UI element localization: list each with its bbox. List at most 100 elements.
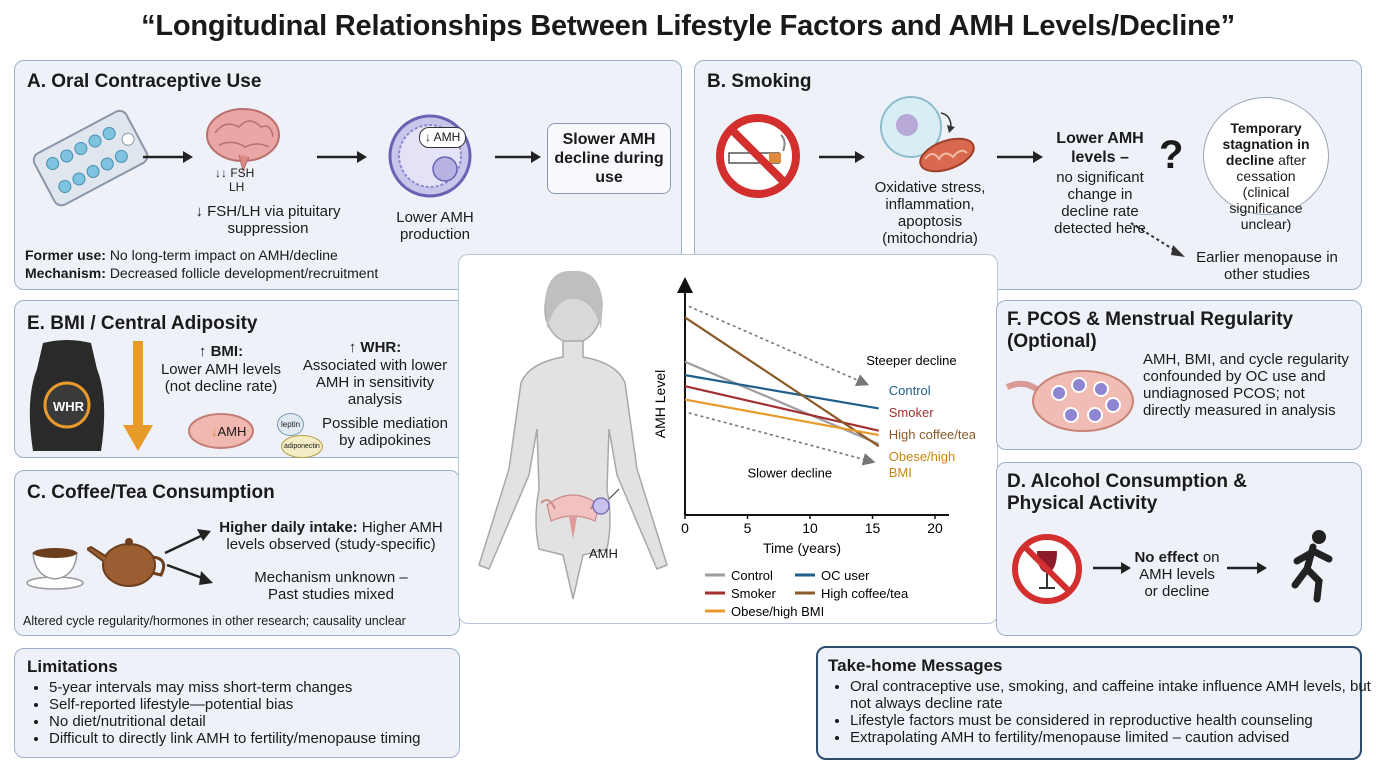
legend-label: Obese/high BMI — [731, 604, 824, 619]
series-line — [684, 374, 879, 410]
legend-label: Smoker — [731, 586, 776, 601]
cell-mitochondria-icon — [880, 96, 975, 173]
brain-icon — [206, 108, 280, 173]
fsh-lh-text: ↓ FSH/LH via pituitary suppression — [195, 203, 341, 237]
bmi-title: ↑ BMI: — [198, 343, 244, 360]
whr-label: WHR — [53, 399, 85, 414]
panel-c-title: C. Coffee/Tea Consumption — [27, 482, 275, 503]
amh-bubble: ↓ AMH — [419, 127, 467, 148]
slower-arrow — [688, 412, 876, 466]
earlier-menopause-text: Earlier menopause in other studies — [1196, 249, 1338, 283]
legend-label: High coffee/tea — [821, 586, 909, 601]
higher-intake-text: Higher daily intake: Higher AMH levels o… — [219, 519, 443, 553]
x-tick-label: 5 — [744, 520, 752, 536]
steeper-label: Steeper decline — [866, 353, 956, 368]
arrow-icon — [495, 151, 541, 163]
panel-d-title: D. Alcohol Consumption & Physical Activi… — [1007, 471, 1247, 514]
list-item: Self-reported lifestyle—potential bias — [49, 696, 421, 713]
teapot-icon — [87, 538, 166, 587]
panel-bmi: E. BMI / Central Adiposity WHR ↑ BMI: Lo… — [14, 300, 470, 458]
fsh-label: ↓↓ FSH — [215, 166, 255, 180]
series-line — [684, 316, 880, 448]
adiponectin-label: adiponectin — [281, 435, 323, 458]
panel-limitations: Limitations 5-year intervals may miss sh… — [14, 648, 460, 758]
dotted-arrow-icon — [1130, 222, 1185, 257]
series-end-label: Control — [889, 383, 931, 398]
lower-amh-text: no significant change in decline rate de… — [1054, 169, 1146, 237]
no-alcohol-icon — [1012, 534, 1082, 604]
panel-smoking: B. Smoking Oxidative stress, inflammatio… — [694, 60, 1362, 290]
mediation-text: Possible mediation by adipokines — [322, 415, 448, 449]
mechanism-unknown-text: Mechanism unknown – Past studies mixed — [254, 569, 408, 603]
arrow-icon — [1093, 562, 1131, 574]
panel-alcohol: D. Alcohol Consumption & Physical Activi… — [996, 462, 1362, 636]
list-item: 5-year intervals may miss short-term cha… — [49, 679, 421, 696]
panel-takehome: Take-home Messages Oral contraceptive us… — [816, 646, 1371, 760]
pcos-text: AMH, BMI, and cycle regularity confounde… — [1143, 351, 1349, 419]
x-tick-label: 15 — [865, 520, 881, 536]
page-title: “Longitudinal Relationships Between Life… — [141, 10, 1235, 42]
x-tick-label: 0 — [681, 520, 689, 536]
arrow-icon — [1227, 562, 1267, 574]
female-body-icon — [478, 270, 668, 600]
y-axis-label: AMH Level — [652, 370, 668, 438]
list-item: Difficult to directly link AMH to fertil… — [49, 730, 421, 747]
pcos-ovary-icon — [1005, 370, 1134, 432]
steeper-arrow — [688, 305, 870, 387]
series-end-label: BMI — [889, 465, 912, 480]
former-use-note: Former use: No long-term impact on AMH/d… — [25, 247, 338, 263]
slower-label: Slower decline — [748, 465, 833, 480]
oxidative-stress-text: Oxidative stress, inflammation, apoptosi… — [874, 179, 986, 247]
arrow-icon — [166, 563, 213, 585]
x-tick-label: 20 — [927, 520, 943, 536]
whr-title: ↑ WHR: — [348, 339, 402, 356]
limitations-list: 5-year intervals may miss short-term cha… — [29, 679, 421, 747]
x-tick-label: 10 — [802, 520, 818, 536]
arrow-icon — [819, 151, 865, 163]
altered-cycle-text: Altered cycle regularity/hormones in oth… — [23, 614, 406, 628]
series-end-label: Smoker — [889, 405, 934, 420]
arrow-icon — [164, 529, 211, 555]
mechanism-note: Mechanism: Decreased follicle developmen… — [25, 265, 379, 281]
arrow-icon — [143, 151, 193, 163]
whr-text: Associated with lower AMH in sensitivity… — [302, 357, 448, 408]
no-smoking-icon — [716, 114, 800, 198]
series-end-label: High coffee/tea — [889, 427, 975, 442]
panel-f-title: F. PCOS & Menstrual Regularity (Optional… — [1007, 309, 1294, 352]
leptin-label: leptin — [277, 413, 305, 436]
series-line — [684, 398, 879, 437]
arrow-icon — [997, 151, 1043, 163]
follicle-icon — [388, 114, 472, 198]
list-item: Oral contraceptive use, smoking, and caf… — [850, 678, 1374, 712]
panel-oral-contraceptive: A. Oral Contraceptive Use ↓↓ FSH LH ↓ FS… — [14, 60, 682, 290]
limitations-title: Limitations — [27, 657, 118, 676]
center-amh-label: AMH — [589, 546, 618, 561]
bmi-text: Lower AMH levels (not decline rate) — [160, 361, 282, 395]
arrow-icon — [317, 151, 367, 163]
lower-amh-production: Lower AMH production — [396, 209, 474, 243]
list-item: Extrapolating AMH to fertility/menopause… — [850, 729, 1374, 746]
legend-label: OC user — [821, 568, 870, 583]
no-effect-text: No effect on AMH levels or decline — [1134, 549, 1220, 600]
panel-b-title: B. Smoking — [707, 71, 812, 92]
stagnation-bubble: Temporary stagnation in decline after ce… — [1203, 97, 1329, 232]
slower-amh-box: Slower AMH decline during use — [547, 123, 671, 194]
lh-label: LH — [229, 180, 245, 194]
body-torso-icon — [29, 340, 105, 451]
series-end-label: Obese/high — [889, 449, 956, 464]
running-person-icon — [1291, 530, 1333, 603]
lower-amh-title: Lower AMH levels – — [1056, 130, 1144, 166]
panel-pcos: F. PCOS & Menstrual Regularity (Optional… — [996, 300, 1362, 450]
panel-a-title: A. Oral Contraceptive Use — [27, 71, 262, 92]
panel-e-title: E. BMI / Central Adiposity — [27, 313, 258, 334]
legend-label: Control — [731, 568, 773, 583]
list-item: No diet/nutritional detail — [49, 713, 421, 730]
coffee-cup-icon — [26, 548, 84, 590]
pill-pack-icon — [32, 109, 149, 207]
x-axis-label: Time (years) — [763, 540, 841, 556]
takehome-title: Take-home Messages — [828, 656, 1003, 675]
list-item: Lifestyle factors must be considered in … — [850, 712, 1374, 729]
question-mark: ? — [1159, 133, 1184, 177]
series-line — [684, 385, 879, 432]
